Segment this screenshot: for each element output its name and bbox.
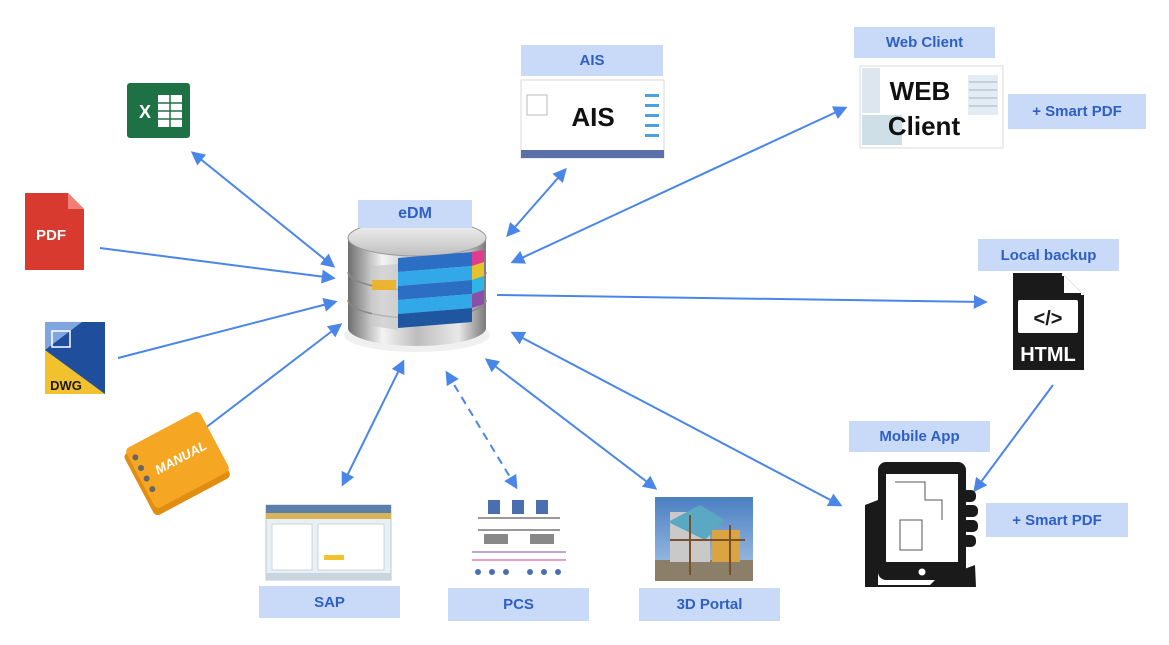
arrow-backup-to-mobile [973, 384, 1054, 493]
web-thumb-line2: Client [888, 111, 961, 141]
local-backup-label: Local backup [978, 239, 1119, 271]
html-file-tag: </> [1034, 308, 1063, 330]
arrow-pdf [99, 247, 336, 284]
arrow-local-backup [496, 294, 988, 309]
arrow-ais [506, 167, 567, 238]
arrow-manual [199, 323, 343, 433]
tablet-hand-icon [865, 462, 978, 587]
edm-label: eDM [358, 200, 472, 228]
arrow-dwg [117, 298, 338, 359]
3d-portal-thumbnail [655, 497, 753, 581]
sap-thumbnail [265, 504, 392, 581]
arrow-3d-portal [484, 358, 658, 490]
arrow-web-client [510, 106, 848, 264]
pcs-network-thumbnail [460, 496, 572, 582]
html-file-icon: </> HTML [1013, 273, 1084, 370]
ais-thumb-text: AIS [571, 102, 614, 132]
web-smart-pdf-label: + Smart PDF [1008, 94, 1146, 129]
ais-thumbnail: AIS [520, 79, 665, 159]
mobile-app-label: Mobile App [849, 421, 990, 452]
pdf-glyph: PDF [36, 227, 66, 244]
manual-icon: MANUAL [124, 411, 230, 516]
mobile-smart-pdf-label: + Smart PDF [986, 503, 1128, 537]
web-thumb-line1: WEB [890, 76, 951, 106]
arrow-excel [190, 151, 336, 268]
pdf-icon: PDF [25, 193, 84, 270]
arrow-pcs [445, 370, 518, 490]
web-client-label: Web Client [854, 27, 995, 58]
arrow-sap [341, 359, 405, 487]
database-icon [344, 219, 490, 352]
dwg-icon: DWG [45, 322, 105, 394]
dwg-glyph: DWG [50, 378, 82, 393]
excel-glyph: X [139, 102, 151, 122]
pcs-label: PCS [448, 588, 589, 621]
web-client-thumbnail: WEB Client [859, 65, 1004, 149]
arrow-mobile-app [510, 331, 843, 507]
connections [99, 106, 1054, 507]
sap-label: SAP [259, 586, 400, 618]
ais-label: AIS [521, 45, 663, 76]
3d-portal-label: 3D Portal [639, 588, 780, 621]
excel-icon: X [127, 83, 190, 138]
html-file-type: HTML [1020, 344, 1076, 366]
